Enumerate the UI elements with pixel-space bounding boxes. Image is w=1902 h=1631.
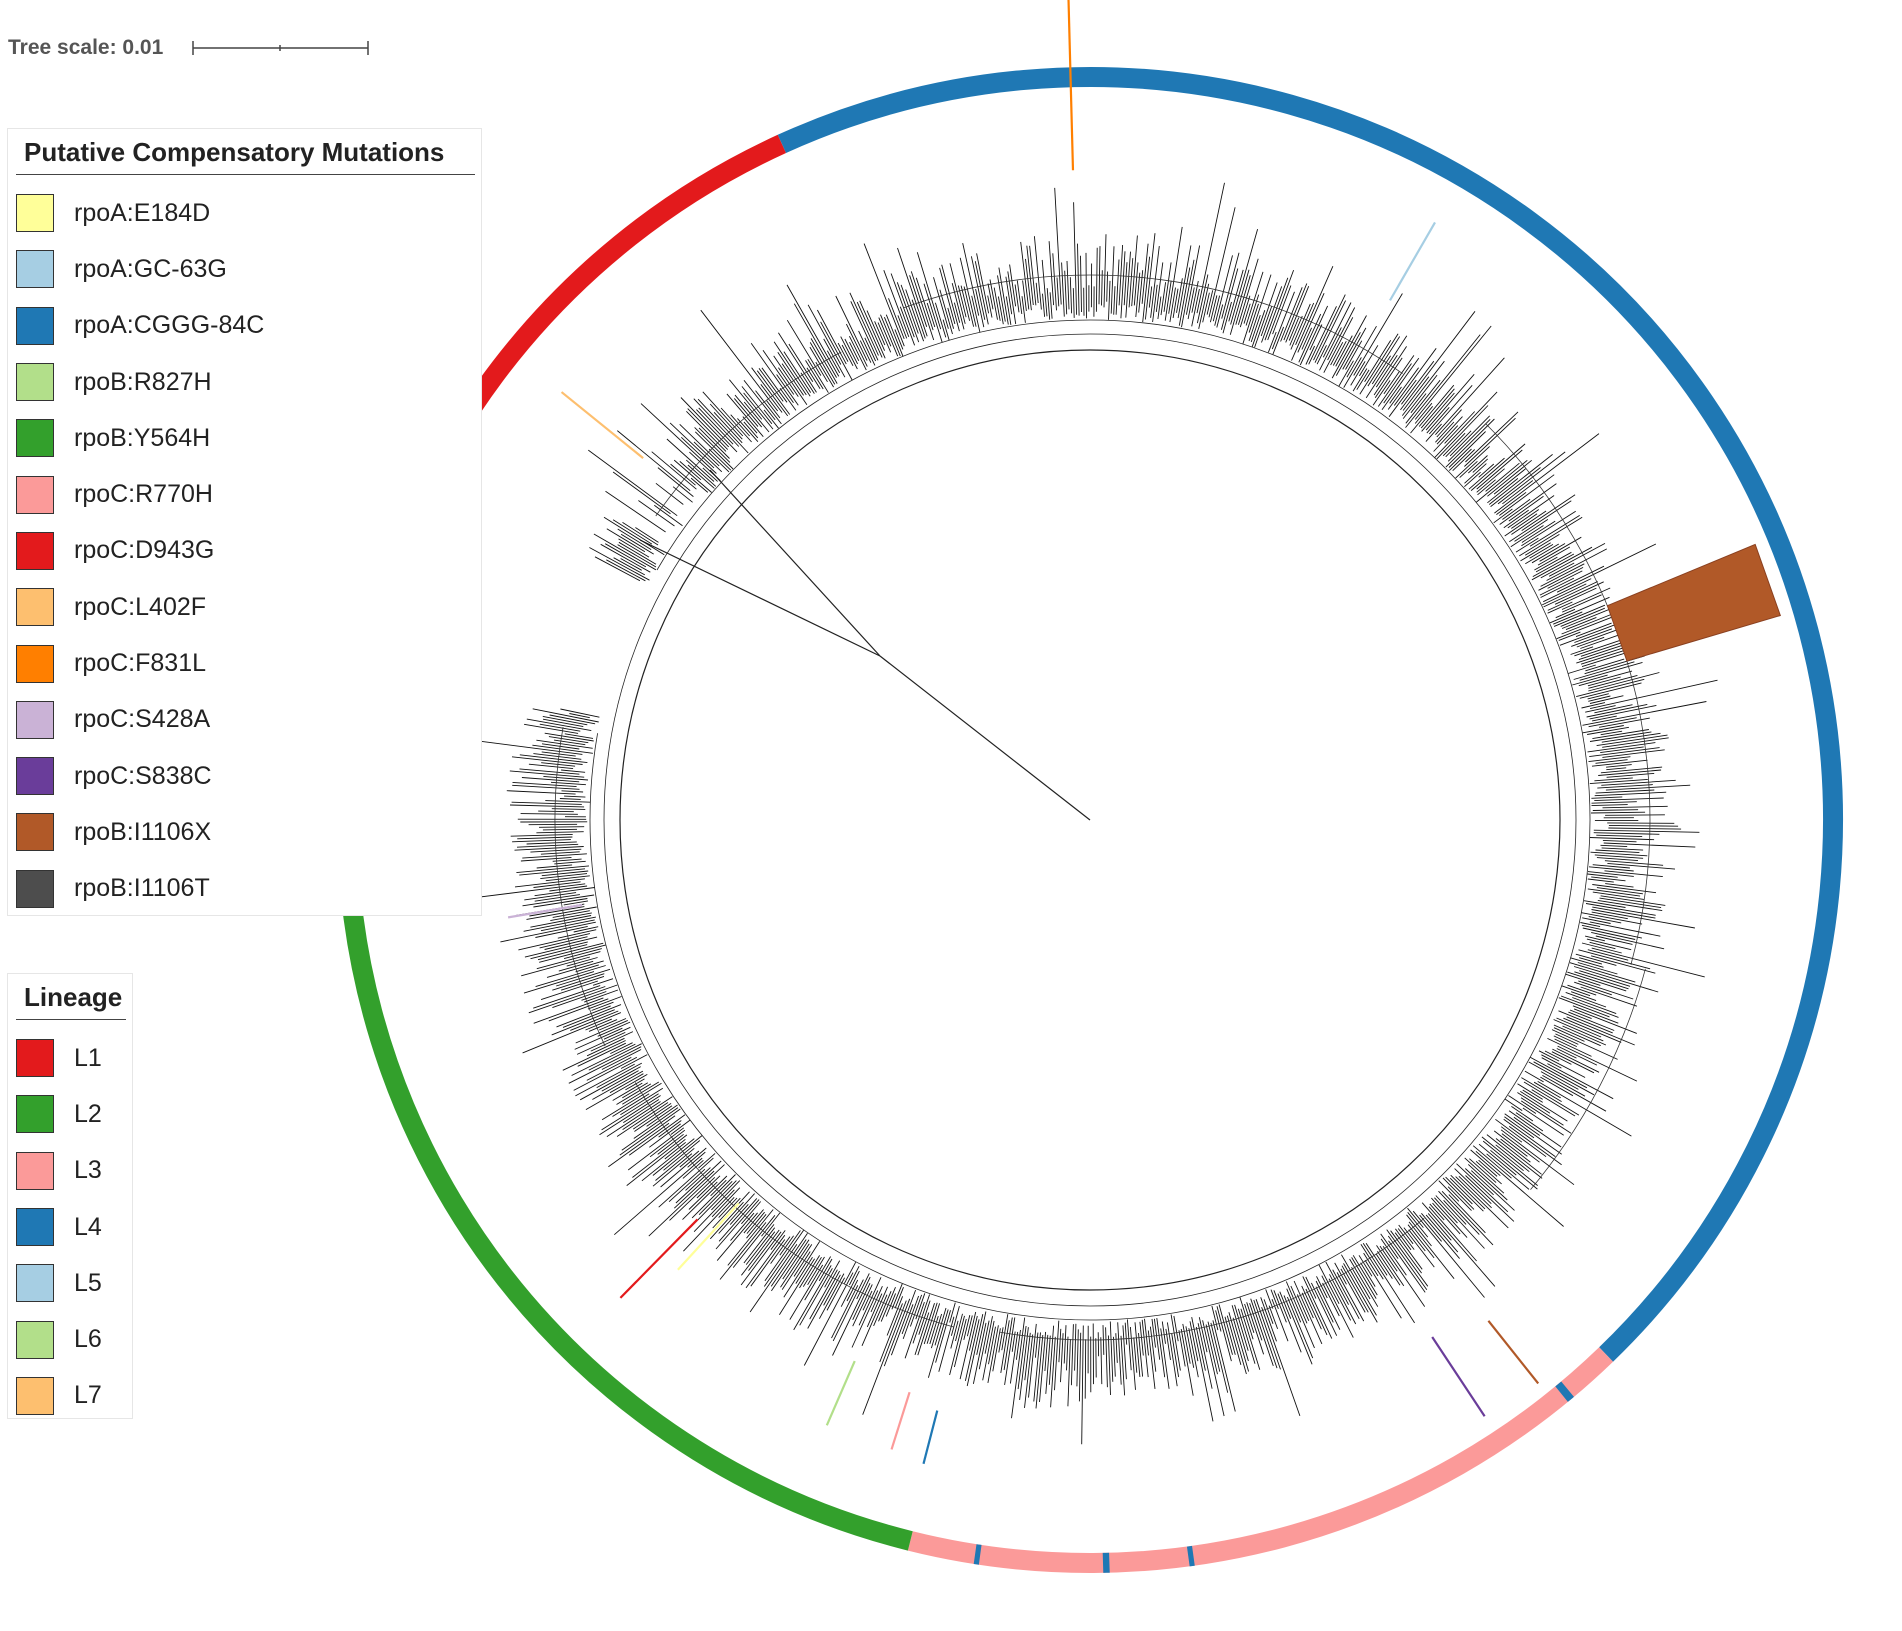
mutation-legend-item: rpoA:GC-63G xyxy=(8,241,481,297)
lineage-legend-item: L7 xyxy=(8,1368,132,1424)
lineage-label: L2 xyxy=(74,1099,102,1128)
mutation-swatch xyxy=(16,475,54,514)
lineage-legend-item: L3 xyxy=(8,1143,132,1199)
mutation-label: rpoC:S838C xyxy=(74,761,212,790)
mutations-legend: Putative Compensatory Mutations rpoA:E18… xyxy=(7,128,482,916)
lineage-ring-segment xyxy=(777,67,1843,1362)
lineage-legend-item: L5 xyxy=(8,1255,132,1311)
tree-tips xyxy=(463,182,1718,1445)
mutation-marker xyxy=(1389,221,1436,301)
mutation-label: rpoB:I1106X xyxy=(74,817,212,846)
mutation-swatch xyxy=(16,757,54,796)
mutation-marker xyxy=(560,391,644,459)
mutations-legend-title: Putative Compensatory Mutations xyxy=(16,129,475,175)
lineage-legend-item: L2 xyxy=(8,1086,132,1142)
lineage-swatch xyxy=(16,1208,54,1247)
mutation-label: rpoB:I1106T xyxy=(74,874,210,903)
lineage-label: L1 xyxy=(74,1043,102,1072)
tree-scale-label: Tree scale: 0.01 xyxy=(8,36,164,59)
clade-arc xyxy=(655,351,842,517)
tree-backbone xyxy=(603,333,1577,1307)
lineage-ring-segment xyxy=(907,1347,1614,1573)
mutation-swatch xyxy=(16,700,54,739)
mutation-swatch xyxy=(16,813,54,852)
mutation-legend-item: rpoC:R770H xyxy=(8,466,481,522)
lineage-legend-item: L1 xyxy=(8,1030,132,1086)
mutation-legend-item: rpoB:I1106X xyxy=(8,804,481,860)
mutation-label: rpoC:D943G xyxy=(74,536,215,565)
mutation-swatch xyxy=(16,194,54,233)
lineage-swatch xyxy=(16,1095,54,1134)
lineage-ring-fleck xyxy=(1555,1381,1574,1402)
mutation-legend-item: rpoC:L402F xyxy=(8,579,481,635)
mutation-legend-item: rpoA:CGGG-84C xyxy=(8,298,481,354)
lineage-label: L4 xyxy=(74,1212,102,1241)
lineage-label: L3 xyxy=(74,1156,102,1185)
mutation-swatch xyxy=(16,531,54,570)
mutation-legend-item: rpoA:E184D xyxy=(8,185,481,241)
lineage-legend-title: Lineage xyxy=(16,974,126,1020)
lineage-legend-item: L4 xyxy=(8,1199,132,1255)
lineage-ring-fleck xyxy=(1186,1545,1195,1567)
lineage-ring-fleck xyxy=(973,1544,982,1565)
mutation-swatch xyxy=(16,644,54,683)
lineage-swatch xyxy=(16,1376,54,1415)
mutation-label: rpoC:F831L xyxy=(74,649,207,678)
mutation-marker xyxy=(507,903,583,919)
mutation-marker xyxy=(922,1410,939,1465)
mutation-legend-item: rpoB:I1106T xyxy=(8,861,481,917)
root-branch xyxy=(709,469,881,657)
mutation-marker xyxy=(1431,1336,1486,1417)
mutation-swatch xyxy=(16,419,54,458)
clade-arc xyxy=(554,727,606,1047)
root-branch xyxy=(879,655,1091,821)
lineage-label: L7 xyxy=(74,1381,102,1410)
mutation-marker xyxy=(890,1391,911,1450)
mutation-marker xyxy=(619,1218,699,1299)
clade-arc xyxy=(999,1217,1425,1341)
mutation-legend-item: rpoC:S838C xyxy=(8,748,481,804)
mutation-label: rpoA:GC-63G xyxy=(74,254,227,283)
mutation-swatch xyxy=(16,306,54,345)
mutation-label: rpoA:CGGG-84C xyxy=(74,311,265,340)
lineage-label: L5 xyxy=(74,1268,102,1297)
tree-backbone xyxy=(589,319,1591,1321)
mutation-marker xyxy=(677,1202,740,1271)
clade-arc xyxy=(1530,968,1646,1190)
lineage-swatch xyxy=(16,1039,54,1078)
mutation-legend-item: rpoC:D943G xyxy=(8,523,481,579)
mutation-marker xyxy=(1067,0,1075,171)
mutation-label: rpoB:Y564H xyxy=(74,423,211,452)
mutation-legend-item: rpoB:R827H xyxy=(8,354,481,410)
mutation-swatch xyxy=(16,250,54,289)
mutation-label: rpoC:L402F xyxy=(74,592,207,621)
lineage-swatch xyxy=(16,1151,54,1190)
mutation-legend-item: rpoC:S428A xyxy=(8,692,481,748)
mutation-label: rpoC:S428A xyxy=(74,705,211,734)
mutation-label: rpoC:R770H xyxy=(74,480,213,509)
clade-arc xyxy=(1485,423,1651,966)
mutation-marker xyxy=(825,1360,856,1426)
mutation-label: rpoA:E184D xyxy=(74,198,211,227)
lineage-legend-item: L6 xyxy=(8,1311,132,1367)
clade-arc xyxy=(634,1082,955,1328)
mutation-legend-item: rpoB:Y564H xyxy=(8,410,481,466)
i1106x-clade-block xyxy=(1606,543,1781,662)
mutation-swatch xyxy=(16,869,54,908)
mutation-swatch xyxy=(16,588,54,627)
lineage-swatch xyxy=(16,1264,54,1303)
mutation-marker xyxy=(1487,1320,1540,1385)
mutation-label: rpoB:R827H xyxy=(74,367,212,396)
mutation-legend-item: rpoC:F831L xyxy=(8,635,481,691)
mutation-swatch xyxy=(16,363,54,402)
tree-backbone xyxy=(619,349,1561,1291)
lineage-label: L6 xyxy=(74,1325,102,1354)
lineage-ring-segment xyxy=(441,134,787,448)
root-branch xyxy=(639,539,881,657)
lineage-swatch xyxy=(16,1320,54,1359)
clade-arc xyxy=(903,274,1403,374)
